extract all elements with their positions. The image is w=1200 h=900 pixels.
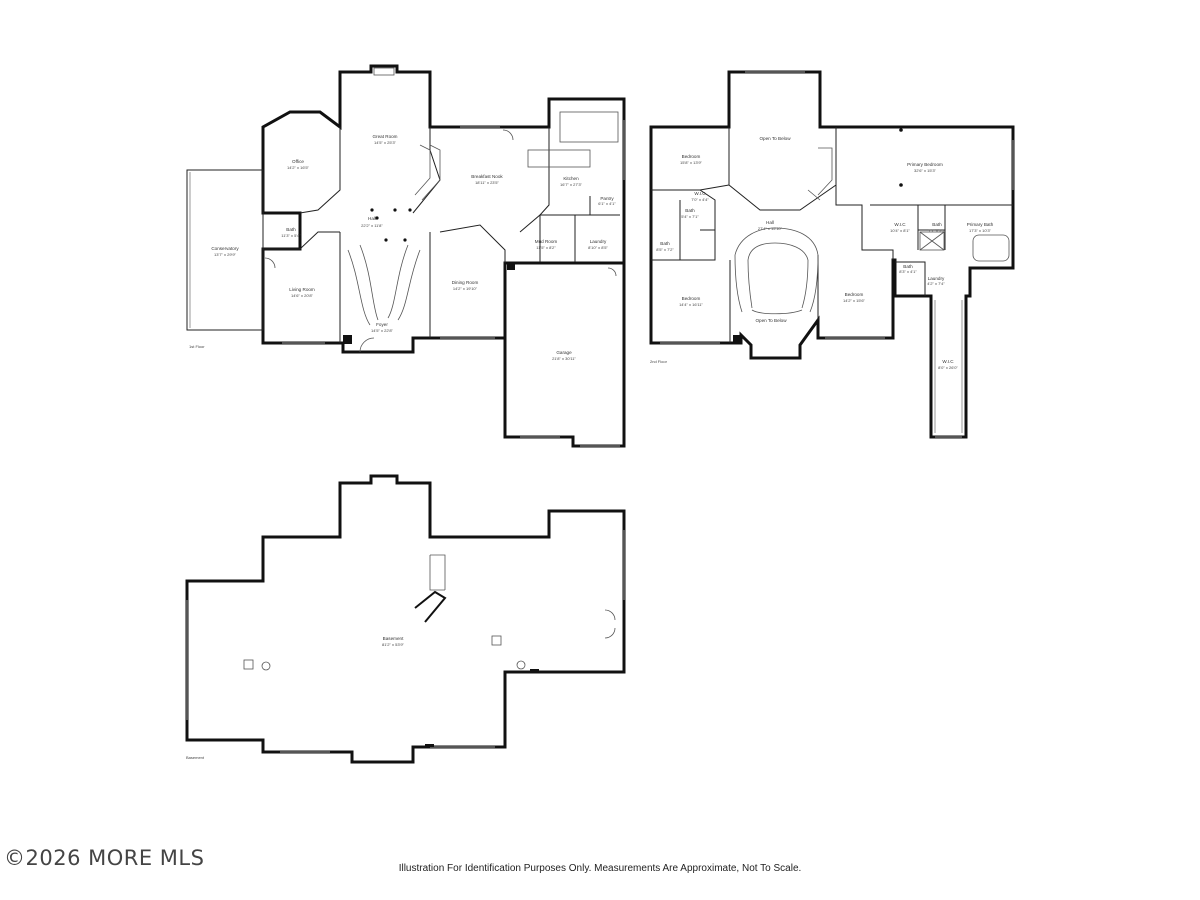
room-name: Breakfast Nook bbox=[471, 174, 503, 179]
mls-watermark: ©2026 MORE MLS bbox=[4, 846, 205, 870]
room-name: Laundry bbox=[928, 276, 945, 281]
room-name: Great Room bbox=[372, 134, 397, 139]
first-floor-plan bbox=[186, 64, 626, 448]
room-dimension: 7'1" x 5'5" bbox=[928, 228, 946, 233]
first-floor-outer-wall bbox=[261, 64, 626, 354]
room-name: Dining Room bbox=[452, 280, 479, 285]
room-name: Bath bbox=[286, 227, 296, 232]
room-name: Hall bbox=[368, 216, 376, 221]
room-name: Kitchen bbox=[563, 176, 579, 181]
room-dimension: 14'4" x 16'11" bbox=[679, 302, 703, 307]
room-dimension: 22'2" x 11'8" bbox=[361, 223, 383, 228]
room-name: W.I.C bbox=[694, 191, 706, 196]
room-dimension: 17'3" x 10'3" bbox=[969, 228, 992, 233]
room-name: Conservatory bbox=[211, 246, 239, 251]
room-name: Bedroom bbox=[682, 154, 701, 159]
basement-labels: Basement 81'2" x 53'9" Basement bbox=[186, 636, 405, 760]
room-dimension: 21'8" x 30'11" bbox=[552, 356, 576, 361]
room-name: Living Room bbox=[289, 287, 315, 292]
room-dimension: 14'2" x 15'6" bbox=[843, 298, 866, 303]
room-name: Bath bbox=[903, 264, 913, 269]
room-name: Bedroom bbox=[682, 296, 701, 301]
room-name: Bedroom bbox=[845, 292, 864, 297]
disclaimer-text: Illustration For Identification Purposes… bbox=[398, 863, 802, 874]
room-dimension: 14'5" x 25'3" bbox=[374, 140, 397, 145]
second-floor-outer-wall bbox=[649, 70, 1015, 439]
room-dimension: 14'2" x 19'10" bbox=[453, 286, 478, 291]
room-name: Hall bbox=[766, 220, 774, 225]
room-name: Open To Below bbox=[755, 318, 787, 323]
room-dimension: 4'2" x 7'4" bbox=[927, 281, 945, 286]
room-dimension: 8'0" x 26'0" bbox=[938, 365, 958, 370]
floor-label: Basement bbox=[186, 755, 205, 760]
room-dimension: 14'5" x 22'8" bbox=[371, 328, 394, 333]
room-name: Bath bbox=[685, 208, 695, 213]
room-dimension: 16'7" x 27'3" bbox=[560, 182, 583, 187]
room-name: Basement bbox=[383, 636, 404, 641]
first-floor-labels: Great Room 14'5" x 25'3" Office 14'2" x … bbox=[189, 134, 616, 361]
room-dimension: 27'4" x 15'10" bbox=[758, 226, 783, 231]
room-name: Garage bbox=[556, 350, 572, 355]
room-name: Office bbox=[292, 159, 304, 164]
room-name: W.I.C bbox=[942, 359, 954, 364]
conservatory-wall bbox=[186, 169, 264, 331]
room-dimension: 8'10" x 8'5" bbox=[588, 245, 608, 250]
room-dimension: 18'11" x 23'5" bbox=[475, 180, 499, 185]
room-name: Primary Bath bbox=[967, 222, 994, 227]
floor-label: 2nd Floor bbox=[650, 359, 668, 364]
floor-label: 1st Floor bbox=[189, 344, 205, 349]
room-dimension: 13'7" x 29'9" bbox=[214, 252, 237, 257]
second-floor-plan bbox=[649, 70, 1015, 439]
room-dimension: 7'0" x 4'4" bbox=[691, 197, 709, 202]
room-dimension: 11'5" x 8'2" bbox=[536, 245, 556, 250]
room-dimension: 81'2" x 53'9" bbox=[382, 642, 405, 647]
room-name: Mud Room bbox=[535, 239, 558, 244]
room-dimension: 15'8" x 13'9" bbox=[680, 160, 703, 165]
room-dimension: 5'4" x 7'1" bbox=[681, 214, 699, 219]
room-dimension: 32'6" x 15'3" bbox=[914, 168, 937, 173]
room-name: Laundry bbox=[590, 239, 607, 244]
room-dimension: 14'6" x 20'8" bbox=[291, 293, 314, 298]
basement-outer-wall bbox=[185, 474, 626, 764]
garage-wall bbox=[503, 261, 626, 448]
room-dimension: 6'1" x 4'1" bbox=[598, 201, 616, 206]
room-dimension: 11'3" x 5'4" bbox=[281, 233, 301, 238]
room-name: Foyer bbox=[376, 322, 388, 327]
second-floor-labels: Bedroom 15'8" x 13'9" Open To Below Prim… bbox=[650, 136, 994, 370]
basement-plan bbox=[185, 474, 626, 764]
room-name: Primary Bedroom bbox=[907, 162, 943, 167]
room-dimension: 8'3" x 4'1" bbox=[899, 269, 917, 274]
room-dimension: 14'2" x 16'5" bbox=[287, 165, 310, 170]
room-dimension: 10'4" x 8'1" bbox=[890, 228, 910, 233]
room-name: Pantry bbox=[600, 196, 614, 201]
room-dimension: 8'5" x 7'2" bbox=[656, 247, 674, 252]
room-name: Bath bbox=[660, 241, 670, 246]
room-name: Open To Below bbox=[759, 136, 791, 141]
room-name: Bath bbox=[932, 222, 942, 227]
room-name: W.I.C bbox=[894, 222, 906, 227]
